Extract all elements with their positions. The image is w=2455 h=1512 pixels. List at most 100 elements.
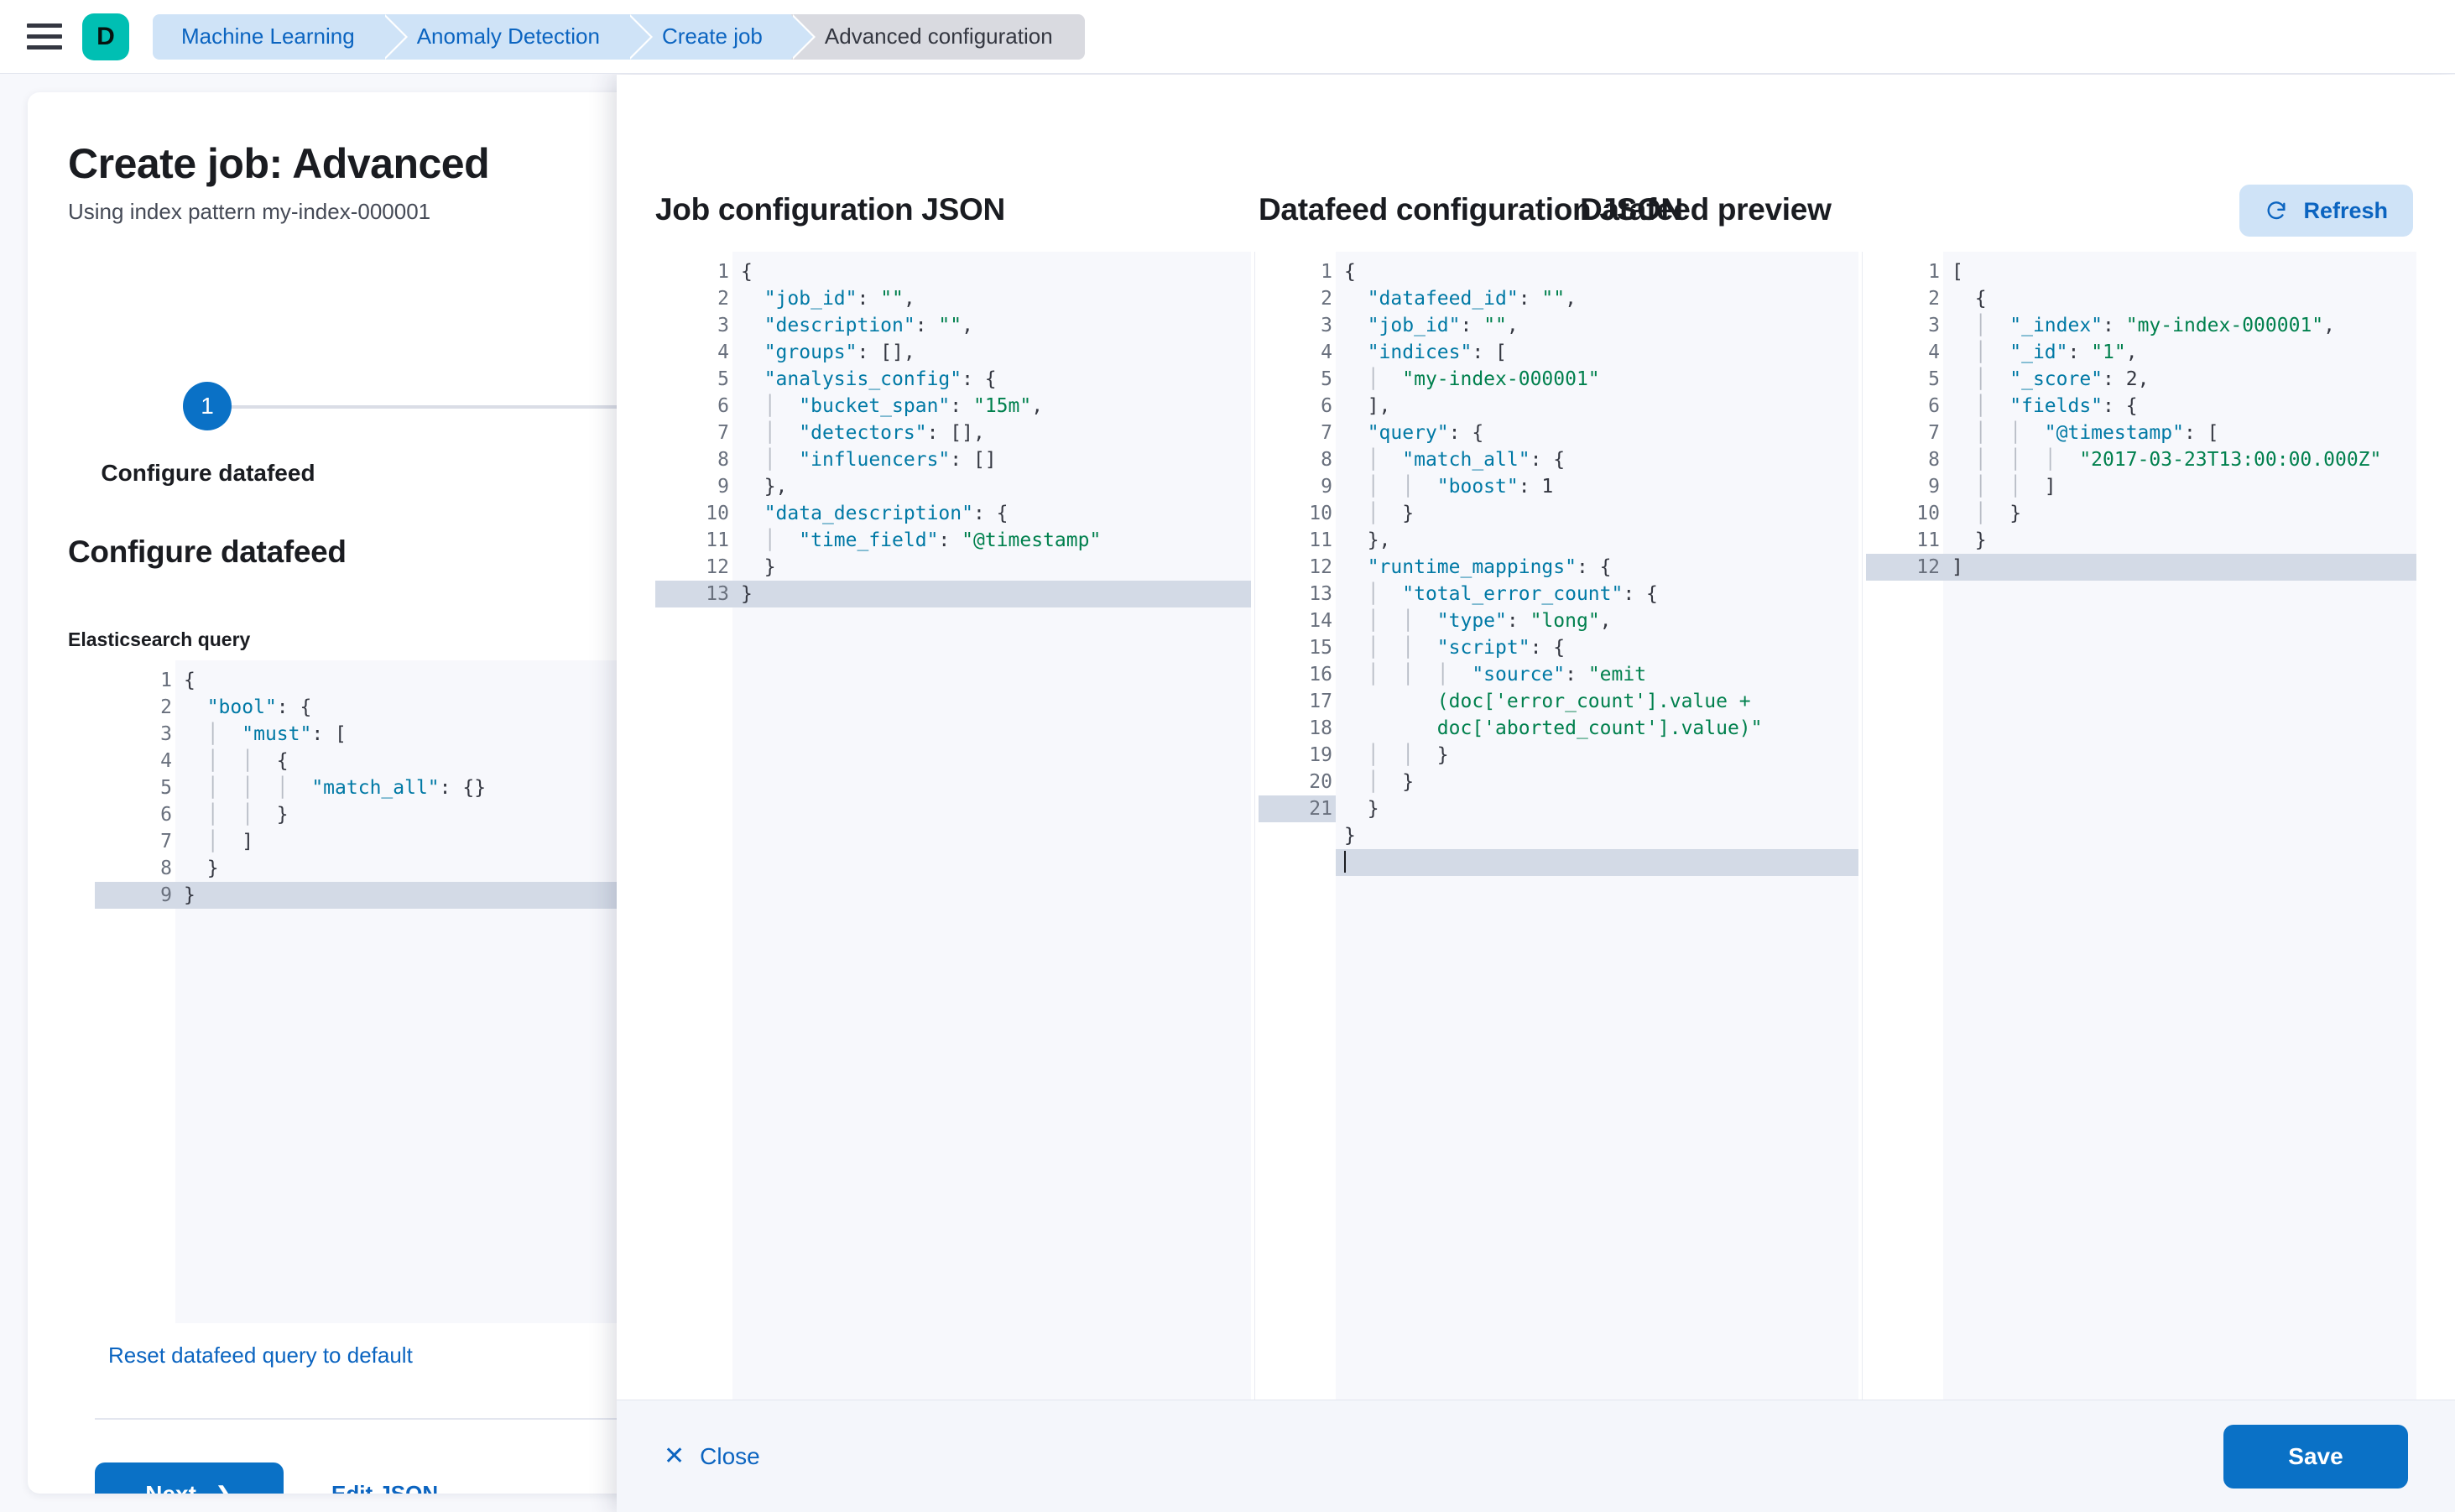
editor-code-line[interactable]: │ │ ]	[1952, 476, 2056, 498]
breadcrumb-item-1[interactable]: Anomaly Detection	[383, 13, 654, 60]
editor-code-line[interactable]: "bool": {	[206, 696, 312, 718]
editor-code-line[interactable]: "analysis_config": {	[764, 368, 997, 390]
editor-line-number: 6	[717, 395, 729, 417]
editor-code-line[interactable]: "query": {	[1367, 422, 1484, 444]
editor-code-line[interactable]: │ │ "type": "long",	[1344, 610, 1612, 632]
editor-code-line[interactable]: },	[1367, 529, 1391, 551]
editor-code-line[interactable]: }	[1344, 825, 1356, 847]
editor-code-line[interactable]: │ "detectors": [],	[741, 422, 985, 444]
breadcrumb-item-0[interactable]: Machine Learning	[153, 13, 408, 60]
datafeed-preview-title: Datafeed preview	[1580, 192, 1832, 227]
editor-line-number: 1▾	[1259, 258, 1348, 285]
editor-code-line[interactable]: ],	[1367, 395, 1391, 417]
stepper-step-1[interactable]: 1	[183, 382, 232, 430]
hamburger-menu-icon[interactable]	[27, 23, 62, 51]
editor-code-line[interactable]: "data_description": {	[764, 503, 1009, 524]
editor-code-line[interactable]: }	[732, 581, 1251, 607]
editor-line-number: 3	[717, 315, 729, 336]
editor-code-line[interactable]: │ ]	[184, 831, 254, 852]
editor-line-number: 3	[1321, 315, 1332, 336]
editor-code-line[interactable]: │ "_id": "1",	[1952, 342, 2138, 363]
editor-code-line[interactable]: │ │ │ "match_all": {}	[184, 777, 487, 799]
editor-line-number: 21	[1259, 795, 1336, 822]
editor-code-line[interactable]: │ "total_error_count": {	[1344, 583, 1658, 605]
editor-code-line[interactable]: }	[206, 858, 219, 879]
editor-code-line[interactable]: {	[1344, 261, 1356, 283]
refresh-icon	[2268, 201, 2286, 220]
edit-json-button[interactable]: Edit JSON	[331, 1481, 439, 1494]
editor-code-line[interactable]: │ "influencers": []	[741, 449, 997, 471]
editor-code-line[interactable]: ]	[1943, 554, 2416, 581]
editor-code-area[interactable]: { "datafeed_id": "", "job_id": "", "indi…	[1336, 252, 1858, 1467]
editor-code-line[interactable]: "groups": [],	[764, 342, 915, 363]
editor-code-line[interactable]: │ "time_field": "@timestamp"	[741, 529, 1102, 551]
datafeed-configuration-json-editor[interactable]: 1▾234▾567▾8▾9101112▾13▾1415▾161718192021…	[1259, 252, 1858, 1467]
editor-code-line[interactable]: │ │ │ "source": "emit (doc['error_count'…	[1344, 664, 1763, 739]
editor-code-line[interactable]: │ "_index": "my-index-000001",	[1952, 315, 2335, 336]
editor-code-line[interactable]: "runtime_mappings": {	[1367, 556, 1612, 578]
editor-code-line[interactable]: }	[764, 556, 776, 578]
editor-code-line[interactable]: │ "fields": {	[1952, 395, 2138, 417]
chevron-right-icon: ❯	[215, 1482, 233, 1494]
editor-code-line[interactable]: │ │ "@timestamp": [	[1952, 422, 2219, 444]
close-button[interactable]: ✕ Close	[664, 1443, 760, 1470]
editor-code-line[interactable]: {	[741, 261, 753, 283]
datafeed-configuration-json-title: Datafeed configuration JSON	[1259, 192, 1683, 227]
editor-code-line[interactable]: │ "my-index-000001"	[1344, 368, 1600, 390]
breadcrumb-item-2[interactable]: Create job	[628, 13, 816, 60]
editor-line-number: 13	[655, 581, 732, 607]
editor-line-number: 10	[1916, 503, 1940, 524]
job-configuration-json-title: Job configuration JSON	[655, 192, 1005, 227]
editor-line-number: 9	[1321, 476, 1332, 498]
space-avatar[interactable]: D	[82, 13, 129, 60]
refresh-button-label: Refresh	[2303, 197, 2388, 223]
editor-code-area[interactable]: [ { │ "_index": "my-index-000001", │ "_i…	[1943, 252, 2416, 1467]
next-button[interactable]: Next ❯	[95, 1462, 284, 1494]
editor-code-line[interactable]: │ "must": [	[184, 723, 347, 745]
editor-code-line[interactable]: "indices": [	[1367, 342, 1507, 363]
editor-line-number: 9	[95, 882, 175, 909]
editor-code-line[interactable]: │ │ "boost": 1	[1344, 476, 1554, 498]
editor-line-number: 7▾	[1259, 420, 1348, 446]
breadcrumb-item-3: Advanced configuration	[790, 13, 1085, 60]
editor-code-line[interactable]: "description": "",	[764, 315, 973, 336]
editor-code-line[interactable]: │ }	[1344, 503, 1415, 524]
save-button[interactable]: Save	[2223, 1424, 2408, 1489]
editor-line-number: 6▾	[1866, 393, 1956, 420]
editor-code-line[interactable]: }	[1974, 529, 1987, 551]
editor-line-number: 16	[1309, 664, 1332, 686]
editor-code-line[interactable]: "job_id": "",	[764, 288, 915, 310]
editor-code-line[interactable]: │ │ {	[184, 750, 289, 772]
editor-code-area[interactable]: { "job_id": "", "description": "", "grou…	[732, 252, 1251, 1467]
editor-code-line[interactable]: │ }	[1952, 503, 2022, 524]
editor-line-number: 3	[1928, 315, 1940, 336]
editor-code-line[interactable]: },	[764, 476, 788, 498]
editor-line-number: 6	[1321, 395, 1332, 417]
editor-code-line[interactable]: │ "_score": 2,	[1952, 368, 2150, 390]
editor-line-number: 8▾	[1259, 446, 1348, 473]
editor-line-number: 6	[160, 804, 172, 826]
editor-line-number: 1▾	[1866, 258, 1956, 285]
editor-code-line[interactable]	[1336, 849, 1858, 876]
editor-code-line[interactable]: "job_id": "",	[1367, 315, 1519, 336]
refresh-button[interactable]: Refresh	[2239, 185, 2413, 237]
editor-code-line[interactable]: │ │ }	[1344, 744, 1449, 766]
editor-code-line[interactable]: │ │ "script": {	[1344, 637, 1566, 659]
editor-code-line[interactable]: │ │ │ "2017-03-23T13:00:00.000Z"	[1952, 449, 2382, 471]
editor-code-line[interactable]: }	[1367, 798, 1379, 820]
editor-code-line[interactable]: {	[1974, 288, 1987, 310]
reset-datafeed-query-link[interactable]: Reset datafeed query to default	[108, 1343, 413, 1368]
editor-code-line[interactable]: {	[184, 670, 195, 691]
editor-code-line[interactable]: [	[1952, 261, 1963, 283]
editor-line-number: 5	[160, 777, 172, 799]
editor-code-line[interactable]: │ "bucket_span": "15m",	[741, 395, 1044, 417]
editor-code-line[interactable]: "datafeed_id": "",	[1367, 288, 1577, 310]
editor-code-line[interactable]: │ "match_all": {	[1344, 449, 1566, 471]
editor-code-line[interactable]: │ }	[1344, 771, 1415, 793]
editor-code-line[interactable]: │ │ }	[184, 804, 289, 826]
editor-line-number: 12	[706, 556, 729, 578]
next-button-label: Next	[145, 1481, 196, 1494]
